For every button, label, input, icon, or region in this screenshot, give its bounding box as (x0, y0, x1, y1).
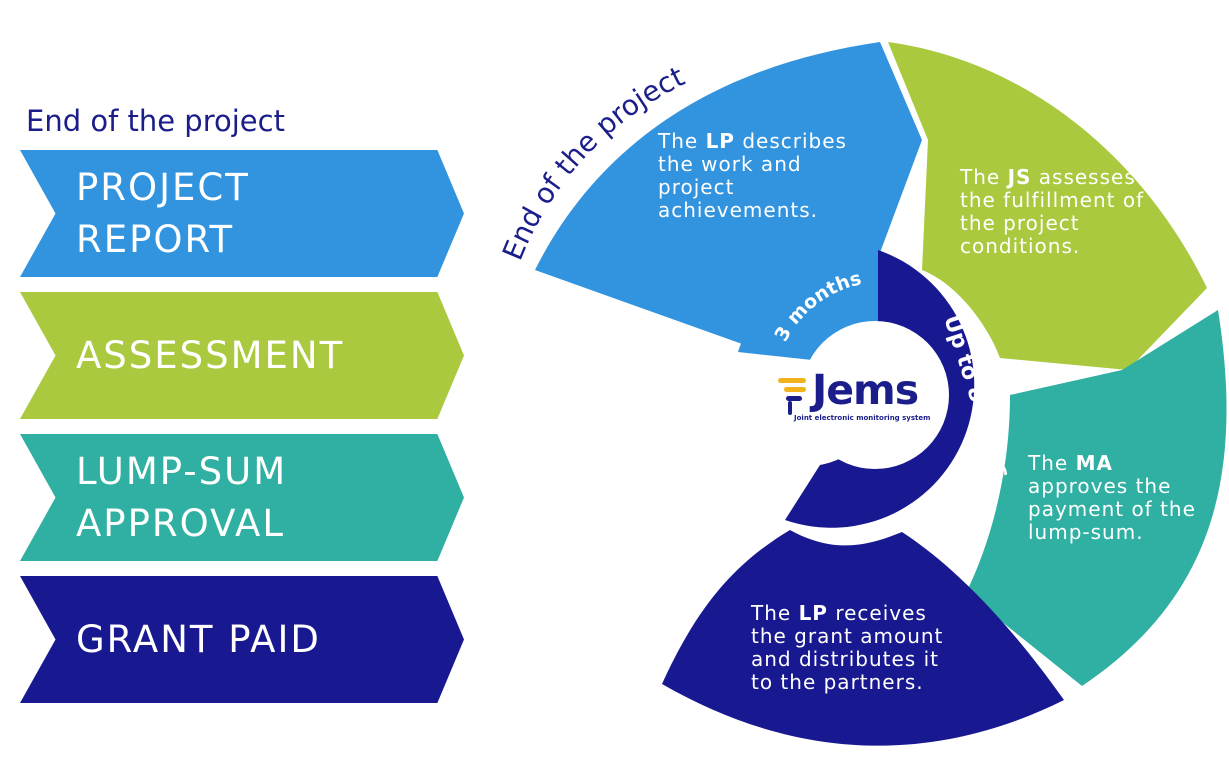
segment-text-pre: The (751, 601, 799, 625)
segment-text-bold: MA (1075, 451, 1113, 475)
segment-text-post: approves the payment of the lump-sum. (1028, 474, 1196, 544)
segment-text-bold: LP (798, 601, 828, 625)
jems-logo-subtitle: Joint electronic monitoring system (794, 414, 931, 422)
left-panel-title: End of the project (26, 104, 285, 138)
segment-text-js-assesses: The JS assesses the fulfillment of the p… (960, 166, 1150, 258)
segment-text-post: describes the work and project achieveme… (658, 129, 847, 222)
step-label: GRANT PAID (76, 617, 321, 661)
segment-text-post: assesses the fulfillment of the project … (960, 165, 1145, 258)
segment-lp-receives (662, 530, 1064, 746)
segment-text-ma-approves: The MA approves the payment of the lump-… (1028, 452, 1196, 544)
step-lump-sum-approval: LUMP-SUM APPROVAL (20, 434, 464, 561)
inner-ring-up-to-80-days (785, 250, 975, 528)
jems-logo-word: Jems (812, 366, 919, 414)
step-label: PROJECT REPORT (76, 165, 250, 261)
step-project-report: PROJECT REPORT (20, 150, 464, 277)
segment-text-pre: The (960, 165, 1008, 189)
segment-text-pre: The (658, 129, 706, 153)
segment-text-bold: LP (705, 129, 735, 153)
step-assessment: ASSESSMENT (20, 292, 464, 419)
segment-lp-describes (535, 42, 922, 345)
segment-text-lp-describes: The LP describes the work and project ac… (658, 130, 873, 222)
segment-text-pre: The (1028, 451, 1076, 475)
step-label: ASSESSMENT (76, 333, 345, 377)
step-label: LUMP-SUM APPROVAL (76, 449, 288, 545)
step-grant-paid: GRANT PAID (20, 576, 464, 703)
segment-ma-approves (966, 310, 1227, 686)
segment-text-bold: JS (1007, 165, 1032, 189)
inner-ring-white-core (801, 321, 949, 469)
segment-js-assesses (888, 42, 1207, 370)
segment-text-lp-receives: The LP receives the grant amount and dis… (751, 602, 946, 694)
jems-logo-icon (778, 378, 806, 415)
segment-text-post: receives the grant amount and distribute… (751, 601, 944, 694)
jems-logo: Jems Joint electronic monitoring system (772, 366, 942, 436)
